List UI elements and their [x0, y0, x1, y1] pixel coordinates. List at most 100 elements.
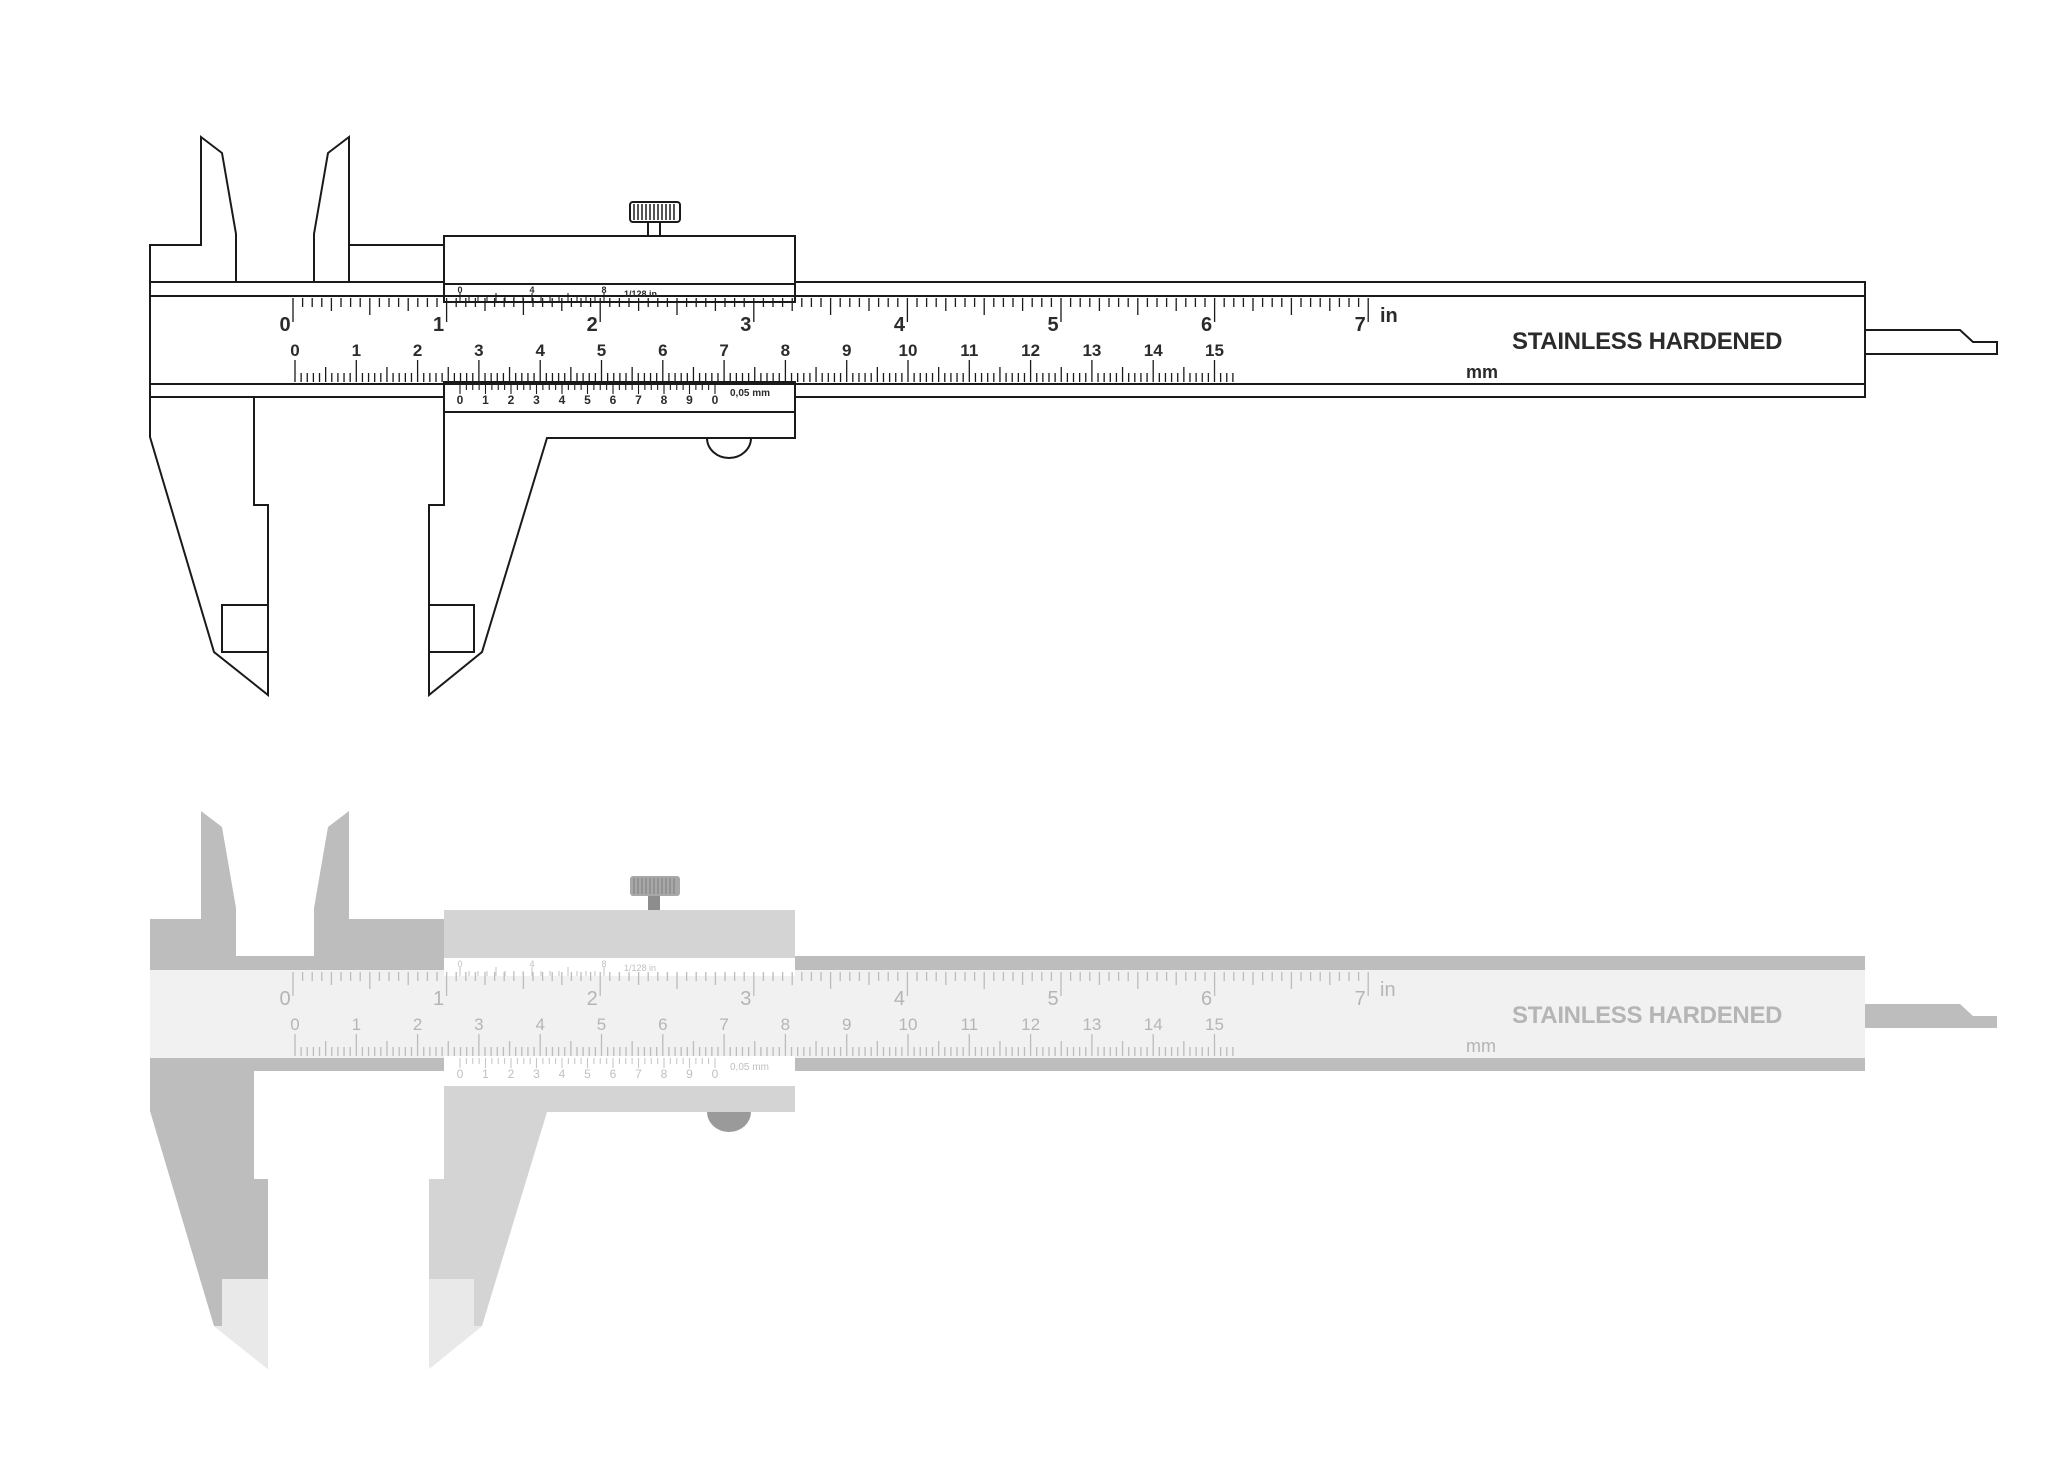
inch-label: 1 — [433, 988, 444, 1010]
mm-label: 15 — [1205, 1015, 1224, 1034]
vernier-inch-label: 0 — [457, 285, 462, 295]
sliding-jaw-tip — [428, 604, 475, 653]
mm-label: 7 — [719, 1015, 728, 1034]
vernier-inch-label: 8 — [601, 959, 606, 969]
mm-label: 0 — [290, 1015, 299, 1034]
inch-label: 5 — [1047, 314, 1058, 336]
sliding-jaw-lower — [428, 409, 796, 698]
vernier-mm-label: 0 — [457, 393, 464, 407]
mm-label: 6 — [658, 1015, 667, 1034]
vernier-mm-label: 1 — [482, 393, 489, 407]
inch-label: 3 — [740, 314, 751, 336]
vernier-mm-label: 9 — [686, 393, 693, 407]
mm-label: 2 — [413, 341, 422, 360]
mm-label: 1 — [352, 1015, 361, 1034]
mm-label: 4 — [535, 341, 545, 360]
vernier-mm-label: 9 — [686, 1067, 693, 1081]
inch-label: 0 — [279, 988, 290, 1010]
vernier-mm-label: 6 — [610, 393, 617, 407]
vernier-mm-label: 0 — [712, 393, 719, 407]
vernier-inch-resolution: 1/128 in — [624, 963, 656, 973]
inch-label: 7 — [1355, 988, 1366, 1010]
vernier-mm-label: 7 — [635, 393, 642, 407]
slider-face — [444, 976, 795, 1056]
mm-label: 9 — [842, 1015, 851, 1034]
mm-label: 6 — [658, 341, 667, 360]
sliding-jaw — [313, 134, 350, 283]
vernier-inch-label: 4 — [529, 959, 534, 969]
inch-label: 0 — [279, 314, 290, 336]
fixed-jaw — [150, 811, 236, 956]
vernier-mm-label: 7 — [635, 1067, 642, 1081]
inch-label: 2 — [587, 988, 598, 1010]
inch-label: 1 — [433, 314, 444, 336]
mm-label: 11 — [960, 341, 978, 360]
vernier-mm-label: 2 — [508, 1067, 515, 1081]
vernier-mm-label: 0 — [457, 1067, 464, 1081]
vernier-mm-label: 5 — [584, 393, 591, 407]
mm-label: 14 — [1144, 341, 1163, 360]
mm-label: 14 — [1144, 1015, 1163, 1034]
vernier-mm-label: 3 — [533, 1067, 540, 1081]
beam-top-band — [150, 956, 1865, 970]
mm-label: 3 — [474, 1015, 483, 1034]
vernier-mm-label: 8 — [661, 393, 668, 407]
fixed-jaw-tip — [221, 604, 269, 653]
mm-unit-label: mm — [1466, 362, 1498, 382]
mm-label: 2 — [413, 1015, 422, 1034]
brand-text: STAINLESS HARDENED — [1512, 1002, 1782, 1029]
inch-label: 6 — [1201, 314, 1212, 336]
vernier-mm-resolution: 0,05 mm — [730, 388, 770, 399]
mm-unit-label: mm — [1466, 1036, 1496, 1056]
mm-label: 1 — [352, 341, 361, 360]
mm-label: 3 — [474, 341, 483, 360]
inch-label: 3 — [740, 988, 751, 1010]
inch-unit-label: in — [1380, 305, 1398, 327]
mm-label: 12 — [1021, 1015, 1040, 1034]
vernier-mm-resolution: 0,05 mm — [730, 1062, 769, 1073]
sliding-jaw-upper-body — [348, 244, 445, 283]
vernier-mm-label: 4 — [559, 393, 566, 407]
vernier-mm-label: 5 — [584, 1067, 591, 1081]
vernier-mm-label: 3 — [533, 393, 540, 407]
slider-housing — [443, 235, 796, 285]
vernier-inch-label: 0 — [457, 959, 462, 969]
mm-label: 8 — [781, 341, 790, 360]
mm-label: 11 — [960, 1015, 978, 1034]
vernier-mm-label: 8 — [661, 1067, 668, 1081]
vernier-mm-label: 0 — [712, 1067, 719, 1081]
mm-label: 9 — [842, 341, 851, 360]
mm-label: 7 — [719, 341, 728, 360]
brand-text: STAINLESS HARDENED — [1512, 328, 1782, 355]
inch-unit-label: in — [1380, 979, 1396, 1001]
beam-scale-face — [150, 970, 1865, 1058]
lock-screw-stem — [647, 221, 661, 237]
inch-label: 5 — [1047, 988, 1058, 1010]
mm-label: 5 — [597, 341, 606, 360]
thumb-wheel — [705, 437, 753, 459]
mm-label: 0 — [290, 341, 299, 360]
vernier-mm-label: 2 — [508, 393, 515, 407]
inch-label: 2 — [587, 314, 598, 336]
inch-label: 4 — [894, 988, 905, 1010]
mm-label: 10 — [899, 341, 918, 360]
vernier-mm-label: 1 — [482, 1067, 489, 1081]
slider-housing — [444, 910, 795, 958]
lock-screw-stem — [648, 896, 660, 910]
inch-label: 7 — [1355, 314, 1366, 336]
thumb-wheel — [707, 1112, 751, 1132]
mm-label: 8 — [781, 1015, 790, 1034]
mm-label: 10 — [899, 1015, 918, 1034]
mm-label: 5 — [597, 1015, 606, 1034]
vernier-inch-label: 8 — [601, 285, 606, 295]
mm-label: 13 — [1082, 1015, 1101, 1034]
inch-label: 4 — [894, 314, 906, 336]
vernier-inch-resolution: 1/128 in — [624, 289, 657, 299]
inch-label: 6 — [1201, 988, 1212, 1010]
vernier-mm-label: 6 — [610, 1067, 617, 1081]
mm-label: 4 — [535, 1015, 544, 1034]
depth-rod — [1864, 329, 1998, 355]
